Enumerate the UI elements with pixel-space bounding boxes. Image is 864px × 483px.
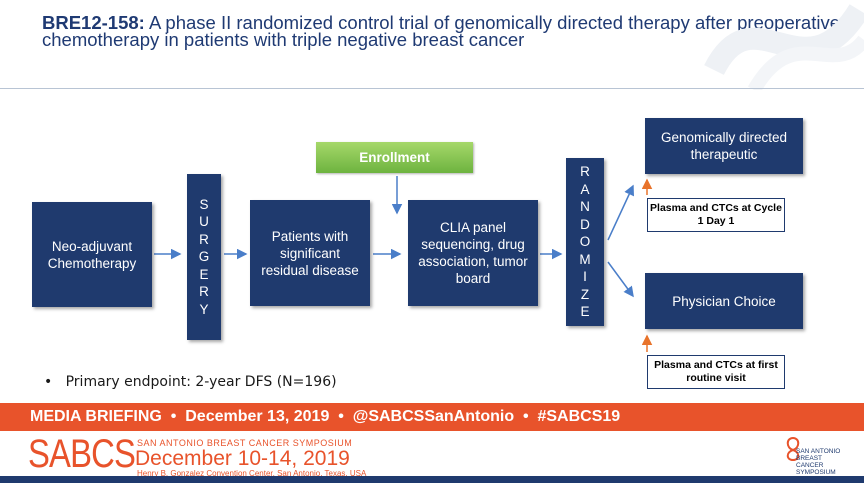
plasma-note-cycle1: Plasma and CTCs at Cycle 1 Day 1 <box>647 198 785 232</box>
surgery-letter: Y <box>199 301 209 317</box>
symposium-dates: December 10-14, 2019 <box>135 447 350 470</box>
enrollment-label: Enrollment <box>359 150 430 165</box>
plasma-note-first-visit-label: Plasma and CTCs at first routine visit <box>654 359 778 384</box>
surgery-letter: U <box>199 214 209 230</box>
randomize-letter: I <box>583 269 587 285</box>
surgery-letter: S <box>199 196 209 212</box>
randomize-letter: N <box>580 199 590 215</box>
clia-box: CLIA panel sequencing, drug association,… <box>408 200 538 306</box>
physician-choice-label: Physician Choice <box>672 293 776 309</box>
title-divider <box>0 88 864 89</box>
primary-endpoint-text: Primary endpoint: 2-year DFS (N=196) <box>65 374 337 390</box>
neoadjuvant-label: Neo-adjuvant Chemotherapy <box>47 238 137 271</box>
ribbon-logo-icon <box>786 436 800 462</box>
symposium-venue: Henry B. Gonzalez Convention Center, San… <box>137 469 367 478</box>
sabcs-acronym: SABCS <box>28 432 136 476</box>
flow-arrows <box>154 176 653 352</box>
patients-label: Patients with significant residual disea… <box>261 228 359 278</box>
bullet-dot-icon: • <box>44 374 66 390</box>
surgery-letter: E <box>199 266 209 282</box>
randomize-letter: M <box>579 251 591 267</box>
surgery-letter: G <box>198 249 210 265</box>
randomize-letter: Z <box>580 286 590 302</box>
media-briefing-banner: MEDIA BRIEFING • December 13, 2019 • @SA… <box>0 403 864 431</box>
slide-title: BRE12-158: A phase II randomized control… <box>42 12 842 50</box>
clia-label: CLIA panel sequencing, drug association,… <box>418 220 528 286</box>
neoadjuvant-box: Neo-adjuvant Chemotherapy <box>32 202 152 307</box>
genomic-therapy-label: Genomically directed therapeutic <box>660 130 788 162</box>
logo-text: SAN ANTONIO BREAST CANCER SYMPOSIUM <box>796 448 841 476</box>
patients-box: Patients with significant residual disea… <box>250 200 370 306</box>
physician-choice-box: Physician Choice <box>645 273 803 329</box>
plasma-note-cycle1-label: Plasma and CTCs at Cycle 1 Day 1 <box>650 202 782 227</box>
symposium-name: SAN ANTONIO BREAST CANCER SYMPOSIUM <box>137 438 353 448</box>
surgery-letter: R <box>199 284 209 300</box>
randomize-letter: E <box>580 304 590 320</box>
randomize-letter: R <box>580 164 590 180</box>
media-briefing-text: MEDIA BRIEFING • December 13, 2019 • @SA… <box>30 408 621 425</box>
arrow-randomize-to-genomic <box>607 184 634 241</box>
sabcs-logo: SAN ANTONIO BREAST CANCER SYMPOSIUM <box>782 436 852 476</box>
footer-bar <box>0 476 864 483</box>
randomize-letter: D <box>580 216 590 232</box>
randomize-letter: O <box>579 234 591 250</box>
randomize-letter: A <box>580 181 590 197</box>
surgery-letter: R <box>199 231 209 247</box>
enrollment-box: Enrollment <box>316 142 473 173</box>
arrow-randomize-to-physician <box>607 261 634 298</box>
primary-endpoint-bullet: • Primary endpoint: 2-year DFS (N=196) <box>44 374 337 390</box>
trial-description: A phase II randomized control trial of g… <box>42 12 840 50</box>
trial-id: BRE12-158: <box>42 12 145 33</box>
genomic-therapy-box: Genomically directed therapeutic <box>645 118 803 174</box>
plasma-note-first-visit: Plasma and CTCs at first routine visit <box>647 355 785 389</box>
decorative-swirl-icon <box>704 4 864 90</box>
